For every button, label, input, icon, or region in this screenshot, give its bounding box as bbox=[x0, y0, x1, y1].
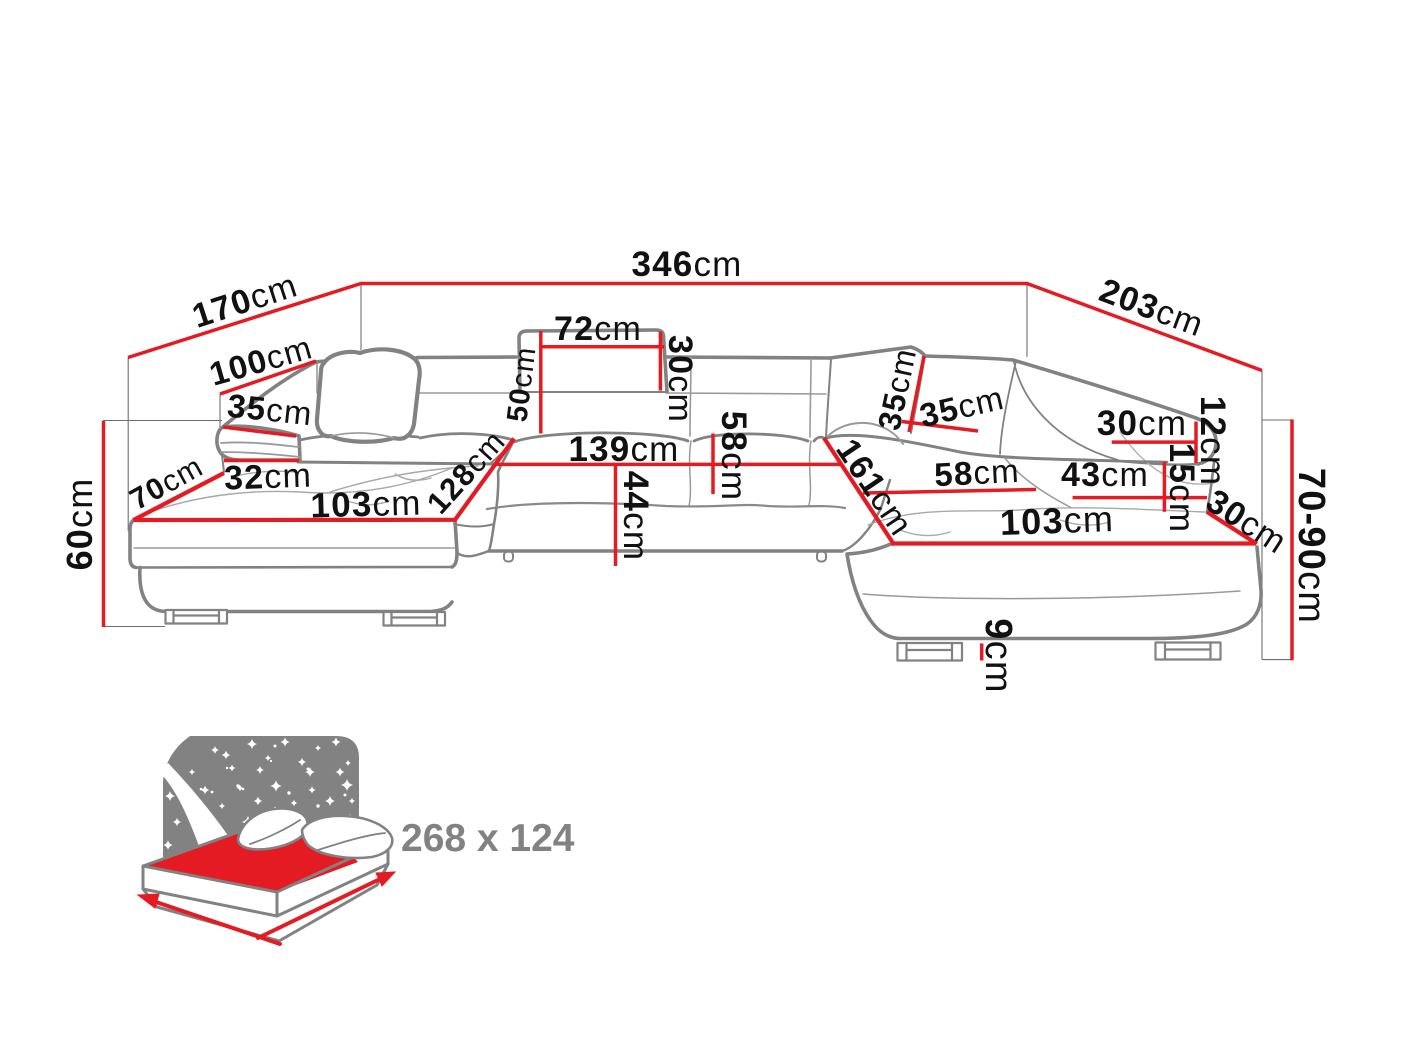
svg-text:35cm: 35cm bbox=[871, 345, 923, 434]
svg-text:30cm: 30cm bbox=[661, 335, 699, 423]
svg-text:139cm: 139cm bbox=[568, 430, 679, 469]
svg-text:100cm: 100cm bbox=[205, 328, 316, 393]
svg-text:70-90cm: 70-90cm bbox=[1290, 468, 1332, 624]
svg-text:170cm: 170cm bbox=[188, 266, 303, 336]
svg-text:60cm: 60cm bbox=[59, 478, 100, 571]
svg-text:72cm: 72cm bbox=[554, 310, 642, 348]
svg-text:9cm: 9cm bbox=[977, 618, 1019, 693]
svg-text:44cm: 44cm bbox=[616, 471, 655, 561]
svg-text:30cm: 30cm bbox=[1199, 482, 1293, 562]
svg-text:30cm: 30cm bbox=[1097, 404, 1187, 443]
svg-text:58cm: 58cm bbox=[933, 452, 1020, 493]
svg-text:50cm: 50cm bbox=[501, 345, 542, 424]
svg-text:12cm: 12cm bbox=[1193, 396, 1232, 486]
svg-text:35cm: 35cm bbox=[226, 387, 315, 433]
svg-text:32cm: 32cm bbox=[223, 456, 312, 497]
svg-text:103cm: 103cm bbox=[310, 484, 422, 526]
svg-text:58cm: 58cm bbox=[714, 411, 753, 501]
svg-text:346cm: 346cm bbox=[631, 245, 742, 284]
svg-text:268 x 124: 268 x 124 bbox=[401, 817, 575, 860]
svg-text:35cm: 35cm bbox=[916, 379, 1008, 434]
svg-text:161cm: 161cm bbox=[828, 432, 920, 543]
svg-text:43cm: 43cm bbox=[1061, 456, 1149, 494]
svg-text:203cm: 203cm bbox=[1094, 271, 1209, 344]
svg-text:103cm: 103cm bbox=[999, 498, 1114, 543]
svg-text:15cm: 15cm bbox=[1162, 443, 1201, 533]
